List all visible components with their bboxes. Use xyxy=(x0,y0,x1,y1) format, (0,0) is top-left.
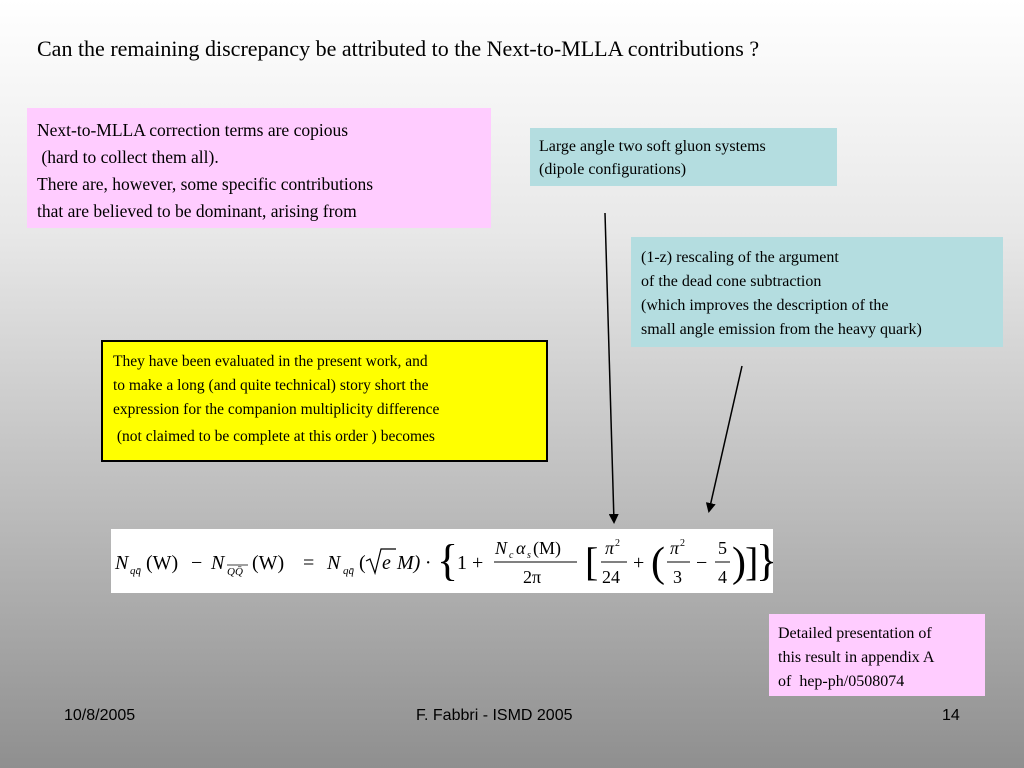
left-bracket: [ xyxy=(585,539,598,584)
denominator-24: 24 xyxy=(602,567,620,587)
rescaling-line: small angle emission from the heavy quar… xyxy=(641,321,922,338)
formula-minus: − xyxy=(696,552,707,574)
slide-title: Can the remaining discrepancy be attribu… xyxy=(37,36,760,61)
formula-sub: QQ̄ xyxy=(227,566,243,578)
right-brace: } xyxy=(756,536,773,585)
evaluated-line: expression for the companion multiplicit… xyxy=(113,401,440,418)
rescaling-box: (1-z) rescaling of the argument of the d… xyxy=(631,237,1003,347)
frac-num: N xyxy=(494,538,508,558)
frac-den: 2π xyxy=(523,567,541,587)
formula-n: N xyxy=(210,552,226,574)
evaluated-box: They have been evaluated in the present … xyxy=(101,340,548,462)
pi-symbol: π xyxy=(605,538,615,558)
left-brace: { xyxy=(437,536,458,585)
gluon-line: (dipole configurations) xyxy=(539,161,687,178)
formula-e: e xyxy=(382,552,391,574)
formula-minus: − xyxy=(191,552,202,574)
multiplicity-formula: N qq̄ (W) − N QQ̄ (W) = N qq̄ ( e M) · {… xyxy=(114,536,777,587)
denominator-4: 4 xyxy=(718,567,727,587)
formula-sub: qq̄ xyxy=(130,565,142,577)
formula-one-plus: 1 + xyxy=(457,552,483,574)
arrow-gluon-to-formula xyxy=(604,212,619,524)
denominator-3: 3 xyxy=(673,567,682,587)
left-paren: ( xyxy=(651,540,665,586)
formula-n: N xyxy=(114,552,130,574)
formula-equals: = xyxy=(303,552,314,574)
intro-line: There are, however, some specific contri… xyxy=(37,174,374,194)
footer-date: 10/8/2005 xyxy=(64,707,136,724)
frac-tail: (M) xyxy=(533,538,561,559)
frac-alpha: α xyxy=(516,538,526,558)
gluon-systems-box: Large angle two soft gluon systems (dipo… xyxy=(530,128,837,186)
pi-symbol: π xyxy=(670,538,680,558)
formula-sub: qq̄ xyxy=(343,565,355,577)
formula-box: N qq̄ (W) − N QQ̄ (W) = N qq̄ ( e M) · {… xyxy=(111,529,777,593)
pi-square: 2 xyxy=(615,538,620,549)
appendix-line: this result in appendix A xyxy=(778,649,935,666)
right-paren: ) xyxy=(732,540,746,586)
gluon-line: Large angle two soft gluon systems xyxy=(539,138,766,155)
formula-plus: + xyxy=(633,552,644,574)
appendix-box: Detailed presentation of this result in … xyxy=(769,614,985,696)
evaluated-line: (not claimed to be complete at this orde… xyxy=(113,428,435,445)
formula-paren: ( xyxy=(359,552,366,574)
appendix-line: Detailed presentation of xyxy=(778,625,932,642)
rescaling-line: (1-z) rescaling of the argument xyxy=(641,249,839,266)
frac-sub: s xyxy=(527,550,531,561)
evaluated-line: to make a long (and quite technical) sto… xyxy=(113,377,429,394)
footer-page-number: 14 xyxy=(942,707,960,724)
footer-author: F. Fabbri - ISMD 2005 xyxy=(416,707,573,724)
intro-line: (hard to collect them all). xyxy=(37,147,219,167)
formula-n: N xyxy=(326,552,342,574)
intro-line: that are believed to be dominant, arisin… xyxy=(37,201,357,221)
formula-arg: (W) xyxy=(252,552,284,574)
formula-arg: (W) xyxy=(146,552,178,574)
rescaling-line: of the dead cone subtraction xyxy=(641,273,822,290)
appendix-line: of hep-ph/0508074 xyxy=(778,673,905,690)
evaluated-line: They have been evaluated in the present … xyxy=(113,353,428,370)
arrow-rescaling-to-formula xyxy=(705,365,743,513)
intro-line: Next-to-MLLA correction terms are copiou… xyxy=(37,120,349,140)
rescaling-line: (which improves the description of the xyxy=(641,297,889,314)
frac-sub: c xyxy=(509,550,514,561)
right-bracket: ] xyxy=(745,539,758,584)
formula-m: M) · xyxy=(396,552,430,574)
intro-box: Next-to-MLLA correction terms are copiou… xyxy=(27,108,491,228)
numerator-5: 5 xyxy=(718,538,727,558)
pi-square: 2 xyxy=(680,538,685,549)
sqrt-sign xyxy=(365,548,396,576)
